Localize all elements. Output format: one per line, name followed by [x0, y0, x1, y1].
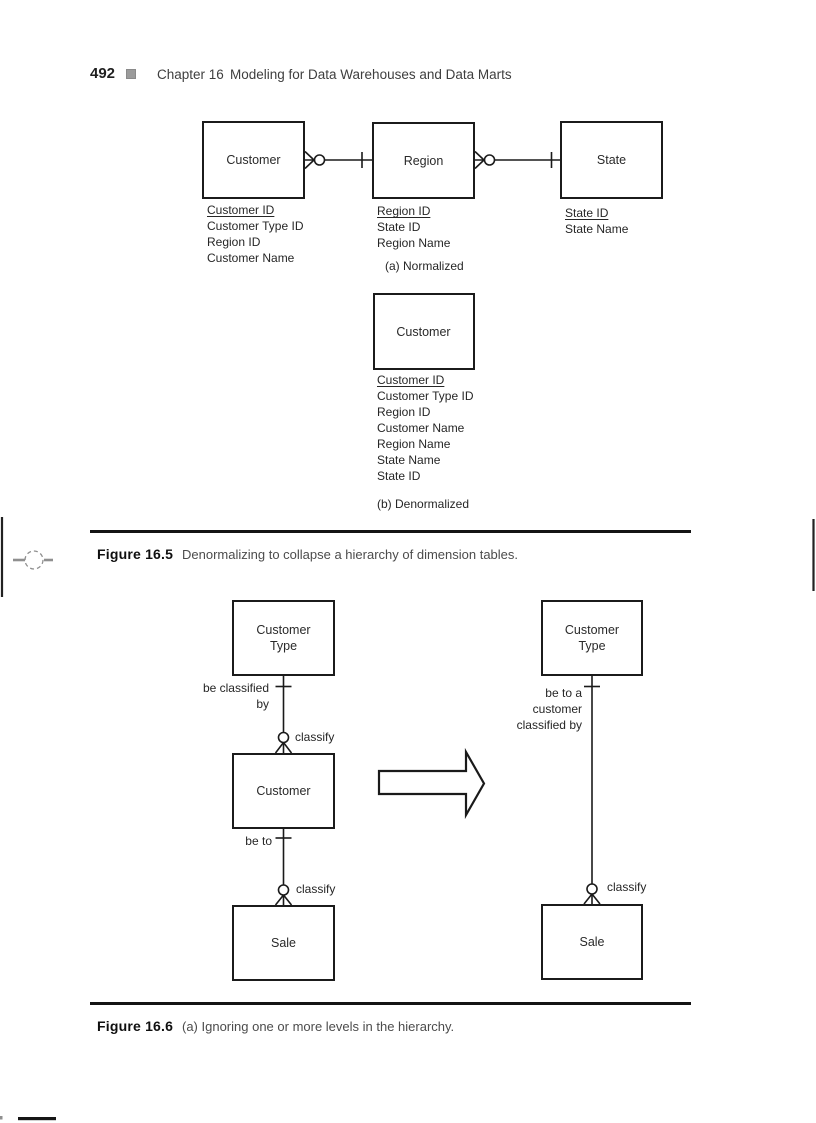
- attribute: Customer Type ID: [207, 219, 304, 233]
- relationship-region-state: [474, 150, 560, 170]
- rel-label-be-classified-by: be classified by: [180, 680, 269, 712]
- rel-label-line: classified by: [516, 718, 582, 732]
- sublabel-denormalized: (b) Denormalized: [377, 497, 470, 511]
- rel-label-be-to: be to: [245, 834, 272, 848]
- entity-label: Region: [403, 153, 444, 168]
- figure-16-5-caption: Denormalizing to collapse a hierarchy of…: [182, 547, 519, 562]
- figure-16-6-rule: [90, 1002, 691, 1005]
- crows-foot-icon: [274, 742, 293, 754]
- registration-mark-icon: [13, 550, 53, 570]
- entity-customer-type-before: Customer Type: [232, 600, 335, 676]
- header-chapter: Chapter 16: [157, 67, 224, 82]
- chapter-marker-icon: [126, 69, 136, 79]
- entity-label: Customer: [226, 153, 281, 167]
- attribute: State ID: [377, 220, 421, 234]
- entity-state: State: [560, 121, 663, 199]
- rel-label-line: by: [256, 697, 269, 711]
- crows-foot-icon: [274, 894, 293, 906]
- rel-label-line: customer: [532, 702, 582, 716]
- relationship-customer-sale: [274, 829, 293, 906]
- attribute-key: Region ID: [377, 204, 431, 218]
- attribute: Region ID: [377, 405, 431, 419]
- figure-16-6-label: Figure 16.6: [97, 1018, 174, 1034]
- entity-label: Sale: [270, 936, 297, 950]
- attribute-key: Customer ID: [377, 373, 445, 387]
- entity-sale-before: Sale: [232, 905, 335, 981]
- optional-circle-icon: [586, 883, 598, 895]
- entity-customer-type-after: Customer Type: [541, 600, 643, 676]
- entity-region: Region: [372, 122, 475, 199]
- attribute: Customer Name: [377, 421, 465, 435]
- crows-foot-icon: [474, 150, 485, 170]
- relationship-customertype-sale: [583, 676, 601, 905]
- entity-customer-before: Customer: [232, 753, 335, 829]
- entity-label: Customer: [256, 784, 311, 798]
- entity-label: Customer Type: [564, 623, 620, 653]
- attribute: Customer Type ID: [377, 389, 474, 403]
- entity-label: Customer Type: [256, 623, 311, 653]
- attribute: Region ID: [207, 235, 261, 249]
- attribute: State ID: [377, 469, 421, 483]
- rel-label-line: be classified: [202, 681, 269, 695]
- attribute: State Name: [565, 222, 629, 236]
- relationship-customer-region: [304, 150, 372, 170]
- attribute: State Name: [377, 453, 441, 467]
- attribute: Region Name: [377, 437, 451, 451]
- region-attribute-list: Region ID State ID Region Name: [377, 203, 450, 251]
- crows-foot-icon: [583, 893, 601, 905]
- entity-customer-normalized: Customer: [202, 121, 305, 199]
- crop-mark-bottom: [18, 1117, 56, 1121]
- entity-sale-after: Sale: [541, 904, 643, 980]
- crop-mark-bottom-left: [0, 1116, 3, 1120]
- rel-label-line: be to a: [545, 686, 582, 700]
- rel-label-classify-1: classify: [295, 730, 335, 744]
- crows-foot-icon: [304, 150, 315, 170]
- denormalized-attribute-list: Customer ID Customer Type ID Region ID C…: [377, 372, 473, 484]
- attribute: Region Name: [377, 236, 451, 250]
- optional-circle-icon: [483, 154, 496, 166]
- sublabel-normalized: (a) Normalized: [385, 259, 464, 273]
- optional-circle-icon: [277, 731, 290, 744]
- rel-label-classify-2: classify: [296, 882, 336, 896]
- optional-circle-icon: [277, 884, 290, 896]
- state-attribute-list: State ID State Name: [565, 205, 628, 237]
- rel-label-classify-3: classify: [607, 880, 647, 894]
- entity-customer-denormalized: Customer: [372, 293, 475, 370]
- optional-circle-icon: [313, 154, 326, 166]
- entity-label: Sale: [579, 935, 605, 949]
- attribute: Customer Name: [207, 251, 295, 265]
- entity-label: State: [596, 153, 627, 167]
- entity-label: Customer: [396, 324, 451, 339]
- customer-attribute-list: Customer ID Customer Type ID Region ID C…: [207, 202, 303, 266]
- transform-arrow-icon: [377, 747, 486, 820]
- figure-16-5-rule: [90, 530, 691, 533]
- page-number: 492: [90, 65, 116, 82]
- rel-label-be-to-a-customer-classified-by: be to a customer classified by: [490, 685, 582, 733]
- header-title: Modeling for Data Warehouses and Data Ma…: [230, 67, 512, 82]
- figure-16-5-label: Figure 16.5: [97, 546, 174, 562]
- attribute-key: Customer ID: [207, 203, 275, 217]
- attribute-key: State ID: [565, 206, 609, 220]
- figure-16-6-caption: (a) Ignoring one or more levels in the h…: [182, 1019, 455, 1034]
- relationship-customertype-customer: [274, 676, 293, 754]
